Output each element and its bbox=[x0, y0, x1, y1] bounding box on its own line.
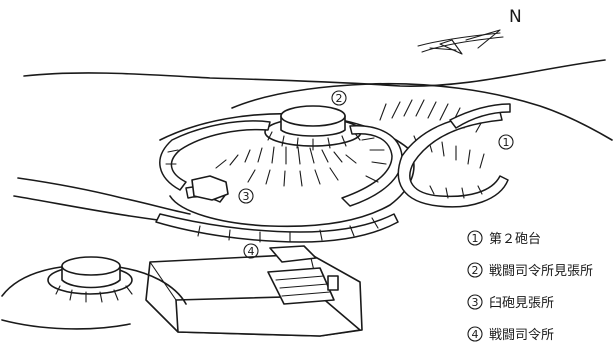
legend-item-2-number: 2 bbox=[472, 264, 479, 277]
mortar-observation-post-3 bbox=[191, 175, 229, 201]
legend-item-4-text: 戦闘司令所 bbox=[489, 328, 554, 343]
north-compass: N bbox=[417, 7, 522, 55]
north-label: N bbox=[509, 7, 522, 27]
command-post-4 bbox=[1, 245, 363, 337]
legend-item-3-number: 3 bbox=[472, 296, 479, 309]
marker-4: 4 bbox=[243, 243, 259, 259]
marker-2-number: 2 bbox=[336, 92, 343, 105]
legend: 1 第２砲台 2 戦闘司令所見張所 3 臼砲見張所 4 戦闘司令所 bbox=[467, 230, 593, 343]
legend-item-1-text: 第２砲台 bbox=[489, 232, 541, 247]
legend-item-3-text: 臼砲見張所 bbox=[489, 296, 554, 311]
legend-item-2-text: 戦闘司令所見張所 bbox=[489, 264, 593, 279]
central-hill bbox=[159, 99, 485, 228]
legend-item-3: 3 臼砲見張所 bbox=[467, 294, 554, 311]
legend-item-1: 1 第２砲台 bbox=[467, 230, 541, 247]
marker-1: 1 bbox=[498, 134, 514, 150]
north-arrow-icon bbox=[417, 29, 504, 55]
marker-2: 2 bbox=[331, 90, 347, 106]
observation-post-2 bbox=[264, 105, 362, 151]
legend-item-2: 2 戦闘司令所見張所 bbox=[467, 262, 593, 279]
marker-3-number: 3 bbox=[243, 190, 250, 203]
legend-item-4: 4 戦闘司令所 bbox=[467, 326, 554, 343]
marker-4-number: 4 bbox=[248, 245, 255, 258]
legend-item-4-number: 4 bbox=[472, 328, 479, 341]
legend-item-1-number: 1 bbox=[472, 232, 479, 245]
marker-1-number: 1 bbox=[503, 136, 510, 149]
marker-3: 3 bbox=[238, 188, 254, 204]
